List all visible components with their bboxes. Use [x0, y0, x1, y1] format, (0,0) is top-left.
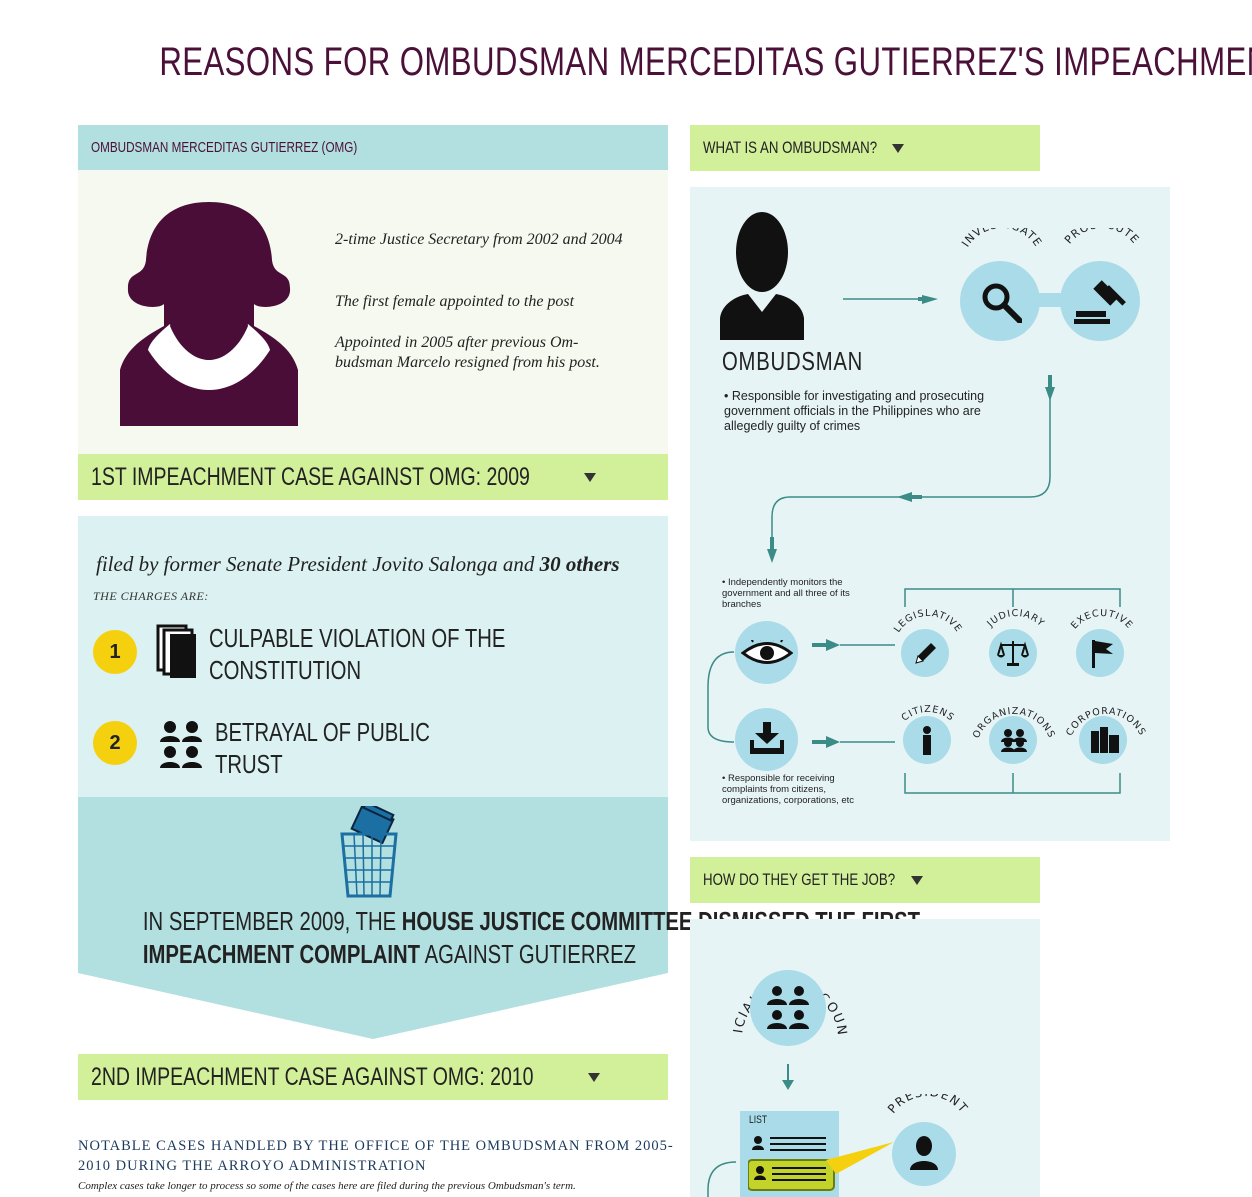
charge-1-text: CULPABLE VIOLATION OF THE CONSTITUTION: [209, 623, 506, 685]
dismissal-panel: [78, 797, 668, 1039]
case2-bar[interactable]: 2ND IMPEACHMENT CASE AGAINST OMG: 2010: [78, 1054, 668, 1100]
magnifier-icon: [982, 283, 1022, 323]
svg-text:ORGANIZATIONS: ORGANIZATIONS: [971, 706, 1057, 740]
chevron-down-icon: [583, 472, 596, 482]
ombudsman-responsibility: • Responsible for investigating and pros…: [724, 389, 985, 433]
woman-silhouette-icon: [120, 202, 298, 426]
profile-header: OMBUDSMAN MERCEDITAS GUTIERREZ (OMG): [78, 125, 668, 170]
chevron-down-icon: [588, 1072, 601, 1082]
how-get-job-bar[interactable]: HOW DO THEY GET THE JOB?: [690, 857, 1040, 903]
svg-text:JUDICIARY: JUDICIARY: [984, 608, 1046, 630]
ombudsman-silhouette-icon: [720, 212, 804, 340]
president-label: PRESIDENT: [885, 1094, 971, 1116]
investigate-prosecute-labels: INVESTIGATE PROSECUTE: [959, 228, 1142, 249]
svg-text:CITIZENS: CITIZENS: [900, 704, 957, 724]
svg-text:EXECUTIVE: EXECUTIVE: [1069, 608, 1135, 631]
source-labels: CITIZENS ORGANIZATIONS CORPORATIONS: [900, 704, 1148, 740]
connector-bar: [1038, 293, 1064, 307]
fact-justice-secretary: 2-time Justice Secretary from 2002 and 2…: [335, 231, 623, 248]
chevron-down-icon: [911, 875, 924, 885]
scales-icon: [997, 641, 1029, 666]
documents-icon: [156, 624, 196, 678]
speech-pointer: [826, 1142, 894, 1174]
branch-labels: LEGISLATIVE JUDICIARY EXECUTIVE: [892, 608, 1135, 635]
eye-icon: [741, 640, 793, 664]
people-icon: [160, 721, 202, 768]
council-people-icon: [767, 986, 809, 1029]
charge-number-2: 2: [93, 721, 137, 765]
investigate-circle: [960, 261, 1040, 341]
page-title: REASONS FOR OMBUDSMAN MERCEDITAS GUTIERR…: [159, 40, 1252, 84]
candidate-list-icon: [748, 1136, 835, 1191]
download-tray-icon: [750, 722, 784, 754]
charge-2-text: BETRAYAL OF PUBLIC TRUST: [215, 717, 430, 779]
complex-cases-note: Complex cases take longer to process so …: [78, 1180, 576, 1192]
what-is-ombudsman-bar[interactable]: WHAT IS AN OMBUDSMAN?: [690, 125, 1040, 171]
president-icon: [910, 1136, 938, 1170]
prosecute-circle: [1060, 261, 1140, 341]
fact-first-female: The first female appointed to the post: [335, 293, 575, 310]
group-icon: [1001, 729, 1027, 752]
charges-label: THE CHARGES ARE:: [93, 589, 209, 603]
list-connector: [707, 1161, 737, 1197]
council-circle: [750, 970, 826, 1046]
trash-bin-icon: [340, 806, 398, 898]
svg-text:LEGISLATIVE: LEGISLATIVE: [892, 608, 964, 635]
svg-text:CORPORATIONS: CORPORATIONS: [1064, 706, 1148, 738]
case1-bar[interactable]: 1ST IMPEACHMENT CASE AGAINST OMG: 2009: [78, 454, 668, 500]
chevron-down-icon: [892, 143, 905, 153]
fact-appointed: Appointed in 2005 after previous Om- bud…: [335, 334, 600, 371]
ombudsman-label: OMBUDSMAN: [722, 346, 864, 376]
flow-connectors: [707, 295, 1121, 794]
down-arrow-icon: [782, 1064, 794, 1090]
monitor-note: • Independently monitors the government …: [722, 577, 850, 610]
complaints-note: • Responsible for receiving complaints f…: [722, 773, 855, 806]
list-label: LIST: [749, 1114, 768, 1126]
gavel-icon: [1074, 280, 1126, 324]
flag-icon: [1092, 640, 1113, 668]
svg-text:PRESIDENT: PRESIDENT: [885, 1094, 971, 1116]
charge-number-1: 1: [93, 630, 137, 674]
dismissal-text: IN SEPTEMBER 2009, THE HOUSE JUSTICE COM…: [142, 906, 921, 969]
buildings-icon: [1091, 727, 1119, 753]
filed-by-text: filed by former Senate President Jovito …: [96, 552, 620, 576]
svg-text:INVESTIGATE: INVESTIGATE: [959, 228, 1044, 249]
notable-cases-heading: NOTABLE CASES HANDLED BY THE OFFICE OF T…: [78, 1138, 674, 1174]
pencil-icon: [915, 643, 936, 664]
person-icon: [923, 726, 931, 755]
svg-text:PROSECUTE: PROSECUTE: [1062, 228, 1142, 246]
